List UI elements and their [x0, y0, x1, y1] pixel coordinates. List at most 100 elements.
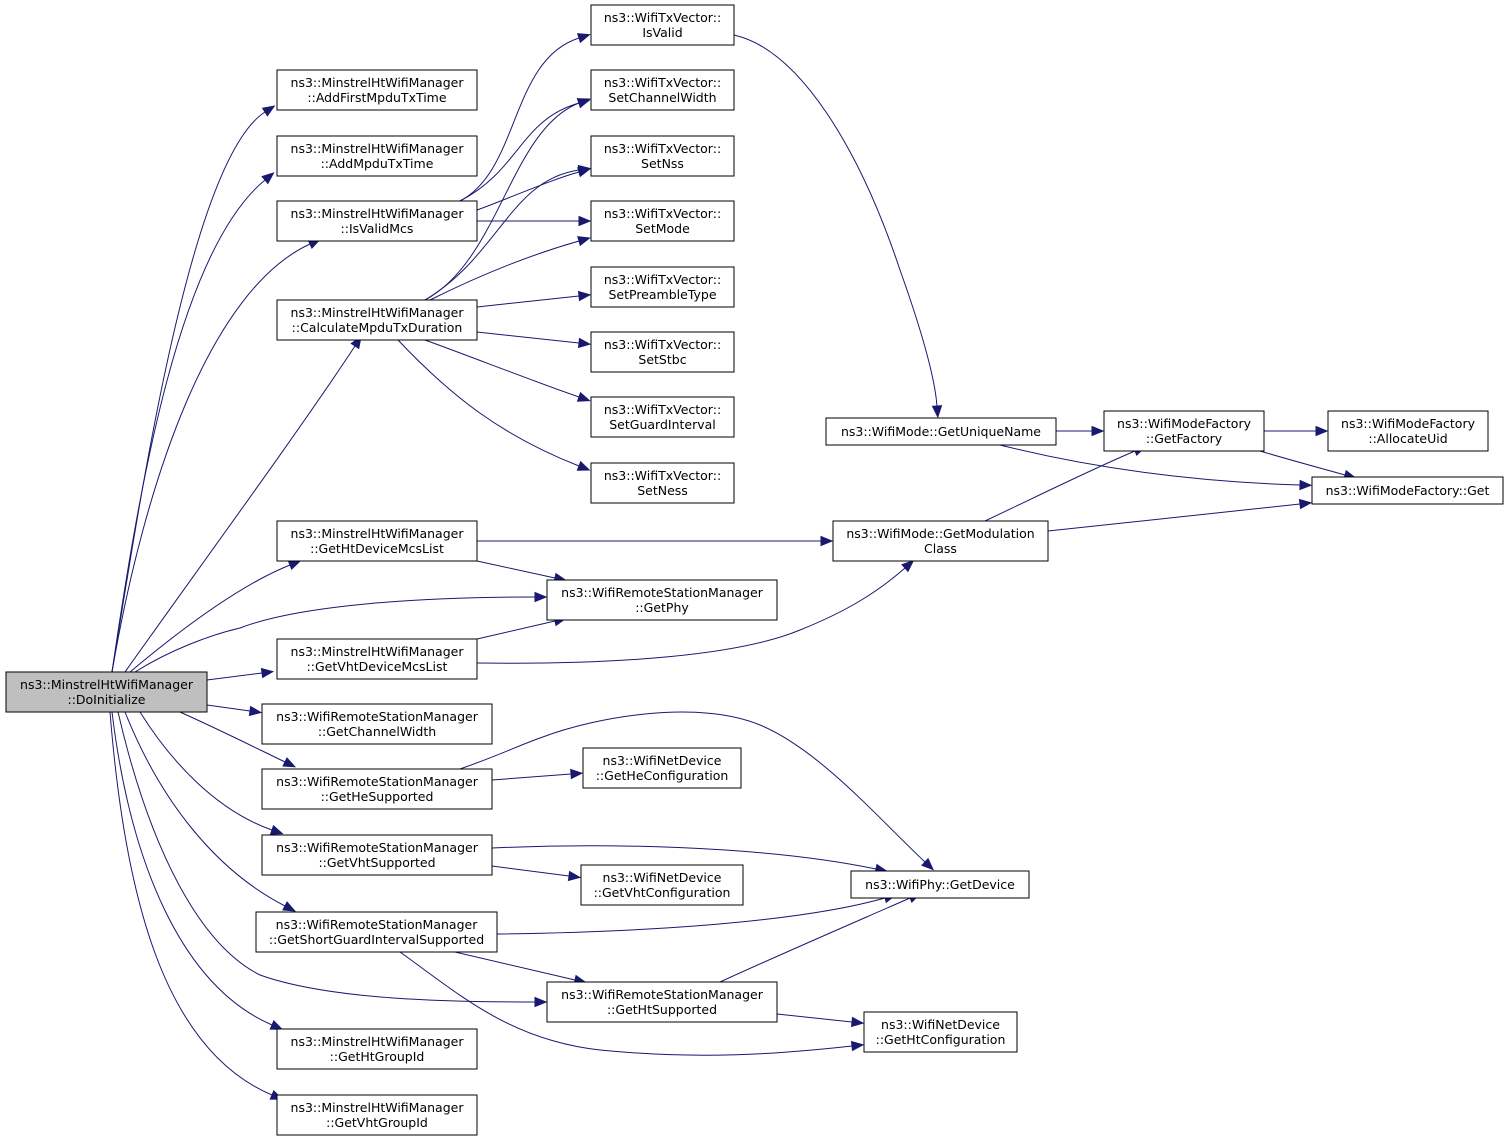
node-addMpdu[interactable]: ns3::MinstrelHtWifiManager::AddMpduTxTim…	[276, 135, 478, 177]
node-phyGetDev[interactable]: ns3::WifiPhy::GetDevice	[850, 870, 1030, 899]
node-label-line: SetNess	[637, 483, 688, 498]
edge-line	[124, 711, 286, 907]
node-txSetGi[interactable]: ns3::WifiTxVector::SetGuardInterval	[590, 396, 735, 438]
node-rsmVht[interactable]: ns3::WifiRemoteStationManager::GetVhtSup…	[261, 834, 493, 876]
node-mfAlloc[interactable]: ns3::WifiModeFactory::AllocateUid	[1327, 410, 1489, 452]
node-label-line: ns3::WifiPhy::GetDevice	[865, 877, 1015, 892]
edge-line	[424, 102, 580, 301]
edge-root-to-htGroup	[111, 711, 284, 1030]
node-getVhtMcs[interactable]: ns3::MinstrelHtWifiManager::GetVhtDevice…	[276, 638, 478, 680]
edge-line	[476, 620, 556, 640]
edge-line	[491, 865, 570, 877]
node-box	[261, 768, 493, 810]
node-label-line: ns3::WifiRemoteStationManager	[276, 840, 479, 855]
arrowhead-icon	[534, 591, 548, 603]
node-label-line: ::GetVhtSupported	[318, 855, 435, 870]
node-txIsValid[interactable]: ns3::WifiTxVector::IsValid	[590, 4, 735, 46]
node-box	[590, 266, 735, 308]
arrowhead-icon	[248, 705, 263, 717]
node-box	[276, 69, 478, 111]
edge-modeModClass-to-mfGet	[1047, 498, 1313, 532]
node-txSetCw[interactable]: ns3::WifiTxVector::SetChannelWidth	[590, 69, 735, 111]
node-box	[863, 1011, 1018, 1053]
node-label-line: ::GetVhtGroupId	[326, 1115, 428, 1130]
edge-line	[424, 339, 580, 398]
edge-root-to-getHtMcs	[129, 560, 302, 673]
node-label-line: ns3::WifiRemoteStationManager	[561, 987, 764, 1002]
edge-rsmVht-to-ndVhtConf	[491, 865, 582, 882]
edge-line	[134, 596, 536, 673]
node-label-line: SetStbc	[638, 352, 686, 367]
node-ndVhtConf[interactable]: ns3::WifiNetDevice::GetVhtConfiguration	[580, 864, 744, 906]
node-box	[261, 834, 493, 876]
arrowhead-icon	[577, 236, 591, 247]
node-box	[590, 462, 735, 504]
node-rsmSgi[interactable]: ns3::WifiRemoteStationManager::GetShortG…	[255, 911, 498, 953]
node-ndHtConf[interactable]: ns3::WifiNetDevice::GetHtConfiguration	[863, 1011, 1018, 1053]
node-label-line: ns3::WifiRemoteStationManager	[276, 709, 479, 724]
node-box	[276, 200, 478, 242]
edge-line	[476, 331, 580, 344]
edge-line	[124, 345, 356, 673]
node-mfGetFactory[interactable]: ns3::WifiModeFactory::GetFactory	[1103, 410, 1265, 452]
node-box	[590, 4, 735, 46]
node-txSetMode[interactable]: ns3::WifiTxVector::SetMode	[590, 200, 735, 242]
edge-rsmHtSup-to-phyGetDev	[719, 893, 922, 983]
edge-root-to-calcMpdu	[124, 335, 362, 673]
arrowhead-icon	[570, 768, 584, 780]
edge-line	[496, 897, 886, 935]
node-label-line: ns3::WifiTxVector::	[604, 75, 721, 90]
edges-layer	[109, 33, 1357, 1100]
node-label-line: ns3::WifiNetDevice	[603, 753, 722, 768]
edge-calcMpdu-to-txSetNss	[424, 164, 592, 301]
node-label-line: ns3::MinstrelHtWifiManager	[291, 141, 465, 156]
arrowhead-icon	[282, 901, 296, 912]
arrowhead-icon	[282, 757, 297, 768]
edge-line	[424, 169, 580, 301]
edge-line	[984, 450, 1136, 522]
node-txSetStbc[interactable]: ns3::WifiTxVector::SetStbc	[590, 331, 735, 373]
edge-root-to-rsmSgi	[124, 711, 296, 912]
node-vhtGroup[interactable]: ns3::MinstrelHtWifiManager::GetVhtGroupI…	[276, 1094, 478, 1136]
edge-line	[117, 711, 536, 1003]
node-htGroup[interactable]: ns3::MinstrelHtWifiManager::GetHtGroupId	[276, 1028, 478, 1070]
arrowhead-icon	[287, 560, 302, 571]
node-getHtMcs[interactable]: ns3::MinstrelHtWifiManager::GetHtDeviceM…	[276, 520, 478, 562]
node-txSetPre[interactable]: ns3::WifiTxVector::SetPreambleType	[590, 266, 735, 308]
node-box	[276, 1028, 478, 1070]
edge-getVhtMcs-to-modeModClass	[476, 559, 915, 664]
node-rsmGetPhy[interactable]: ns3::WifiRemoteStationManager::GetPhy	[546, 579, 778, 621]
node-txSetNess[interactable]: ns3::WifiTxVector::SetNess	[590, 462, 735, 504]
edge-rsmSgi-to-ndHtConf	[399, 951, 865, 1056]
edge-line	[776, 1013, 853, 1023]
arrowhead-icon	[578, 215, 592, 227]
node-txSetNss[interactable]: ns3::WifiTxVector::SetNss	[590, 135, 735, 177]
arrowhead-icon	[261, 105, 276, 117]
node-label-line: ::AddMpduTxTime	[321, 156, 434, 171]
node-label-line: ns3::MinstrelHtWifiManager	[291, 644, 465, 659]
node-mfGet[interactable]: ns3::WifiModeFactory::Get	[1311, 476, 1504, 505]
node-calcMpdu[interactable]: ns3::MinstrelHtWifiManager::CalculateMpd…	[276, 299, 478, 341]
arrowhead-icon	[1299, 479, 1313, 491]
node-label-line: ns3::WifiMode::GetUniqueName	[841, 424, 1041, 439]
edge-line	[476, 171, 580, 211]
node-box	[832, 520, 1049, 562]
arrowhead-icon	[577, 290, 592, 302]
edge-line	[111, 111, 266, 673]
edge-line	[111, 243, 311, 673]
edge-isValidMcs-to-txSetNss	[476, 167, 591, 211]
node-label-line: ns3::WifiModeFactory	[1117, 416, 1252, 431]
edge-line	[111, 179, 266, 673]
node-ndHeConf[interactable]: ns3::WifiNetDevice::GetHeConfiguration	[582, 747, 742, 789]
node-box	[546, 579, 778, 621]
node-addFirst[interactable]: ns3::MinstrelHtWifiManager::AddFirstMpdu…	[276, 69, 478, 111]
node-rsmHe[interactable]: ns3::WifiRemoteStationManager::GetHeSupp…	[261, 768, 493, 810]
edge-isValidMcs-to-txIsValid	[459, 33, 591, 202]
node-rsmChW[interactable]: ns3::WifiRemoteStationManager::GetChanne…	[261, 703, 493, 745]
node-rsmHtSup[interactable]: ns3::WifiRemoteStationManager::GetHtSupp…	[546, 981, 778, 1023]
node-modeUnique[interactable]: ns3::WifiMode::GetUniqueName	[825, 417, 1057, 446]
node-isValidMcs[interactable]: ns3::MinstrelHtWifiManager::IsValidMcs	[276, 200, 478, 242]
node-label-line: ::GetVhtConfiguration	[594, 885, 731, 900]
edge-calcMpdu-to-txSetGi	[424, 339, 591, 402]
